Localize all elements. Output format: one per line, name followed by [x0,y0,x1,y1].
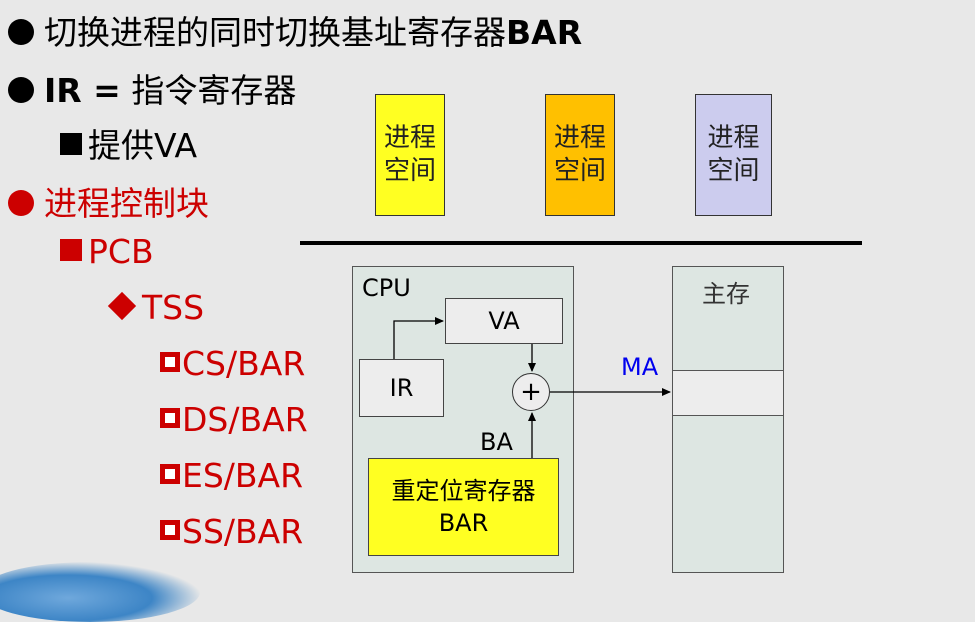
hollow-square-icon [160,463,180,484]
decorative-swoosh [0,562,200,622]
bullet-pcb-heading: 进程控制块 [8,177,209,225]
ma-label: MA [621,353,659,381]
bullet-dot-icon [8,18,34,45]
square-bullet-icon [60,238,82,261]
hollow-square-icon [160,407,180,428]
process-space-1: 进程空间 [375,94,445,216]
memory-cell [672,370,784,416]
connector-arrows [393,317,671,458]
hollow-square-icon [160,519,180,540]
main-memory-frame [672,266,784,573]
bullet-ds-bar: DS/BAR [160,400,308,439]
bullet-ss-bar: SS/BAR [160,512,303,551]
bullet-pcb: PCB [60,232,154,271]
relocation-register-box: 重定位寄存器 BAR [368,458,559,556]
bullet-cs-bar: CS/BAR [160,344,305,383]
process-space-2: 进程空间 [545,94,615,216]
process-space-3: 进程空间 [695,94,772,216]
ir-box: IR [359,359,444,417]
divider-line [300,241,862,245]
ba-label: BA [480,428,513,456]
bullet-ir: IR = 指令寄存器 [8,64,296,112]
bullet-es-bar: ES/BAR [160,456,303,495]
adder-circle: + [512,373,550,411]
bullet-tss: TSS [107,288,204,327]
square-bullet-icon [60,132,82,155]
bullet-provide-va: 提供VA [60,119,197,167]
cpu-label: CPU [362,274,411,302]
bullet-dot-icon [8,189,34,216]
hollow-square-icon [160,351,180,372]
main-memory-label: 主存 [702,280,750,308]
bullet-switch-bar: 切换进程的同时切换基址寄存器BAR [8,6,582,54]
va-box: VA [445,298,563,344]
ir-to-va-arrow [393,317,444,359]
bullet-dot-icon [8,76,34,103]
